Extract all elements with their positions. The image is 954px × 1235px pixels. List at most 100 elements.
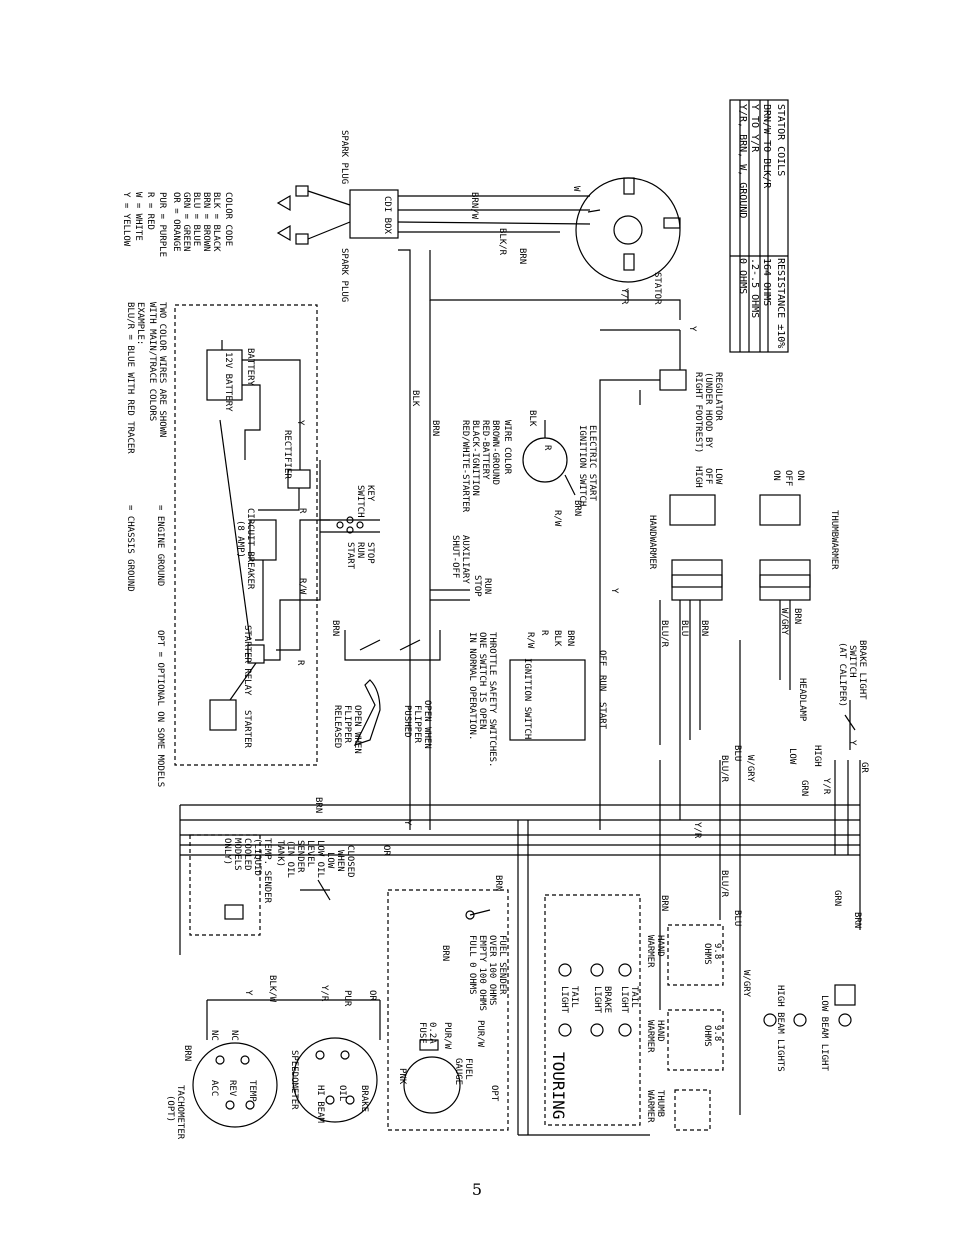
stator-row-3-resistance: 0 OHMS: [737, 258, 748, 294]
thumb-warmer-label-1: THUMB: [655, 1090, 665, 1117]
wire-brn-fuel: BRN: [493, 875, 503, 891]
tachometer-label-1: TACHOMETER: [175, 1085, 185, 1140]
wire-r-relay: R: [295, 660, 305, 666]
note-line-1: TWO COLOR WIRES ARE SHOWN: [157, 302, 167, 437]
wire-color-note-5: RED/WHITE-STARTER: [460, 420, 470, 513]
headlamp-label: HEADLAMP: [797, 678, 807, 722]
ign-row-rw: R/W: [525, 632, 535, 649]
color-code-w: W = WHITE: [133, 192, 143, 241]
wire-y-brake: Y: [847, 740, 857, 746]
wire-y-mid: Y: [609, 588, 619, 594]
brake-light-switch-1: BRAKE LIGHT: [857, 640, 867, 700]
electric-start-label-2: IGNITION SWITCH: [577, 425, 587, 506]
temp-sender-box: [189, 834, 261, 936]
spark-plug-top: [276, 185, 351, 212]
starter-relay-label: STARTER RELAY: [242, 625, 252, 696]
open-when-pushed-1: OPEN WHEN: [422, 700, 432, 749]
wire-brn-lower: BRN: [659, 895, 669, 911]
note-line-3: EXAMPLE:: [135, 302, 145, 345]
brake-light-switch-3: (AT CALIPER): [837, 642, 847, 707]
brake-light-bulb-a: BRAKE: [602, 986, 612, 1013]
color-code-blk: BLK = BLACK: [211, 192, 221, 252]
regulator-label-3: RIGHT FOOTREST): [693, 372, 703, 453]
speedometer-label: SPEEDOMETER: [289, 1050, 299, 1110]
key-pos-stop: STOP: [365, 542, 375, 564]
stator-coils-table: [729, 99, 789, 353]
open-when-released-2: FLIPPER: [342, 705, 352, 744]
wire-color-note-1: WIRE COLOR: [502, 420, 512, 475]
key-pos-start: START: [345, 542, 355, 570]
spark-plug-top-label: SPARK PLUG: [339, 130, 349, 184]
thumbwarmer-switch: [759, 494, 811, 601]
fuel-sender-2: OVER 100 OHMS: [487, 935, 497, 1005]
fuel-sender-opt-box: [387, 889, 509, 1131]
hand-warmer-element-1: [667, 924, 724, 986]
throttle-note-2: ONE SWITCH IS OPEN: [477, 632, 487, 730]
color-code-r: R = RED: [145, 192, 155, 230]
high-beam-bulb-2: [793, 1013, 807, 1027]
wire-blu-r-hand: BLU/R: [659, 620, 669, 648]
handwarmer-switch: [669, 494, 723, 601]
fuel-sender-4: FULL 0 OHMS: [467, 935, 477, 995]
note-line-2: WITH MAIN/TRACE COLORS: [147, 302, 157, 421]
wire-brn-tach: BRN: [182, 1045, 192, 1061]
hand-switch-off: OFF: [703, 468, 713, 484]
throttle-note-3: IN NORMAL OPERATION.: [467, 632, 477, 740]
wire-r-w-starter: R/W: [297, 578, 307, 595]
wire-r-cb: R: [297, 508, 307, 514]
color-code-or: OR = ORANGE: [171, 192, 181, 252]
wire-y-r-bundle: Y/R: [692, 822, 702, 839]
thumb-switch-on-1: ON: [795, 470, 805, 481]
battery: [206, 349, 243, 401]
low-oil-label-2: LEVEL: [305, 840, 315, 867]
tach-temp: TEMP: [247, 1080, 257, 1102]
fuel-sender-1: FUEL SENDER: [497, 935, 507, 995]
rectifier-label: RECTIFIER: [282, 430, 292, 479]
closed-when-low-3: LOW: [325, 852, 335, 869]
wire-w-gry-lower: W/GRY: [741, 970, 751, 998]
ign-off: OFF: [597, 650, 607, 666]
low-oil-label-5: TANK): [275, 840, 285, 867]
hand-warmer-1-label-1: HAND: [655, 935, 665, 957]
wire-brn-relay: BRN: [330, 620, 340, 636]
wire-blk-r: BLK/R: [497, 228, 507, 256]
hand-warmer-1-label-2: WARMER: [645, 935, 655, 968]
hand-switch-low: LOW: [713, 468, 723, 485]
ign-row-brn: BRN: [565, 630, 575, 646]
wire-brn-thumb: BRN: [792, 608, 802, 624]
color-code-y: Y = YELLOW: [121, 192, 131, 247]
color-code-blu: BLU = BLUE: [191, 192, 201, 246]
hand-warmer-1-ohms-2: OHMS: [702, 943, 712, 965]
wire-or-bundle: OR: [381, 845, 391, 856]
wire-y-r-stator: Y/R: [619, 288, 629, 305]
temp-sender-label-2: (LIQUID: [252, 838, 262, 876]
high-label: HIGH: [812, 745, 822, 767]
battery-inner-label: 12V BATTERY: [223, 352, 233, 412]
temp-sender-label-4: MODELS: [232, 838, 242, 871]
fuel-gauge-label-2: GAUGE: [453, 1058, 463, 1085]
stator-label: STATOR: [652, 272, 662, 305]
wire-brn-w: BRN/W: [469, 192, 479, 220]
handwarmer-label: HANDWARMER: [647, 515, 657, 570]
stator-table-title: STATOR COILS: [775, 104, 786, 176]
spark-plug-bottom-label: SPARK PLUG: [339, 248, 349, 302]
hand-warmer-2-label-1: HAND: [655, 1020, 665, 1042]
wire-blu-r-lower: BLU/R: [719, 870, 729, 898]
wire-brn-stator: BRN: [517, 248, 527, 264]
color-code-pur: PUR = PURPLE: [157, 192, 167, 257]
color-code-brn: BRN = BROWN: [201, 192, 211, 252]
wire-y-tach: Y: [243, 990, 253, 996]
low-label: LOW: [787, 748, 797, 765]
key-switch-label-1: KEY: [365, 485, 375, 502]
wire-grn-headlamp: GRN: [799, 780, 809, 796]
tachometer-label-2: (OPT): [165, 1095, 175, 1122]
cdi-box-label: CDI BOX: [382, 196, 392, 235]
note-line-4: BLU/R = BLUE WITH RED TRACER: [125, 302, 135, 454]
tach-nc-2: NC: [229, 1030, 239, 1041]
temp-sender-label-3: COOLED: [242, 838, 252, 871]
thumb-warmer-label-2: WARMER: [645, 1090, 655, 1123]
wire-blu-hand: BLU: [679, 620, 689, 636]
ign-start: START: [597, 702, 607, 730]
fuel-sender-3: EMPTY 100 OHMS: [477, 935, 487, 1011]
